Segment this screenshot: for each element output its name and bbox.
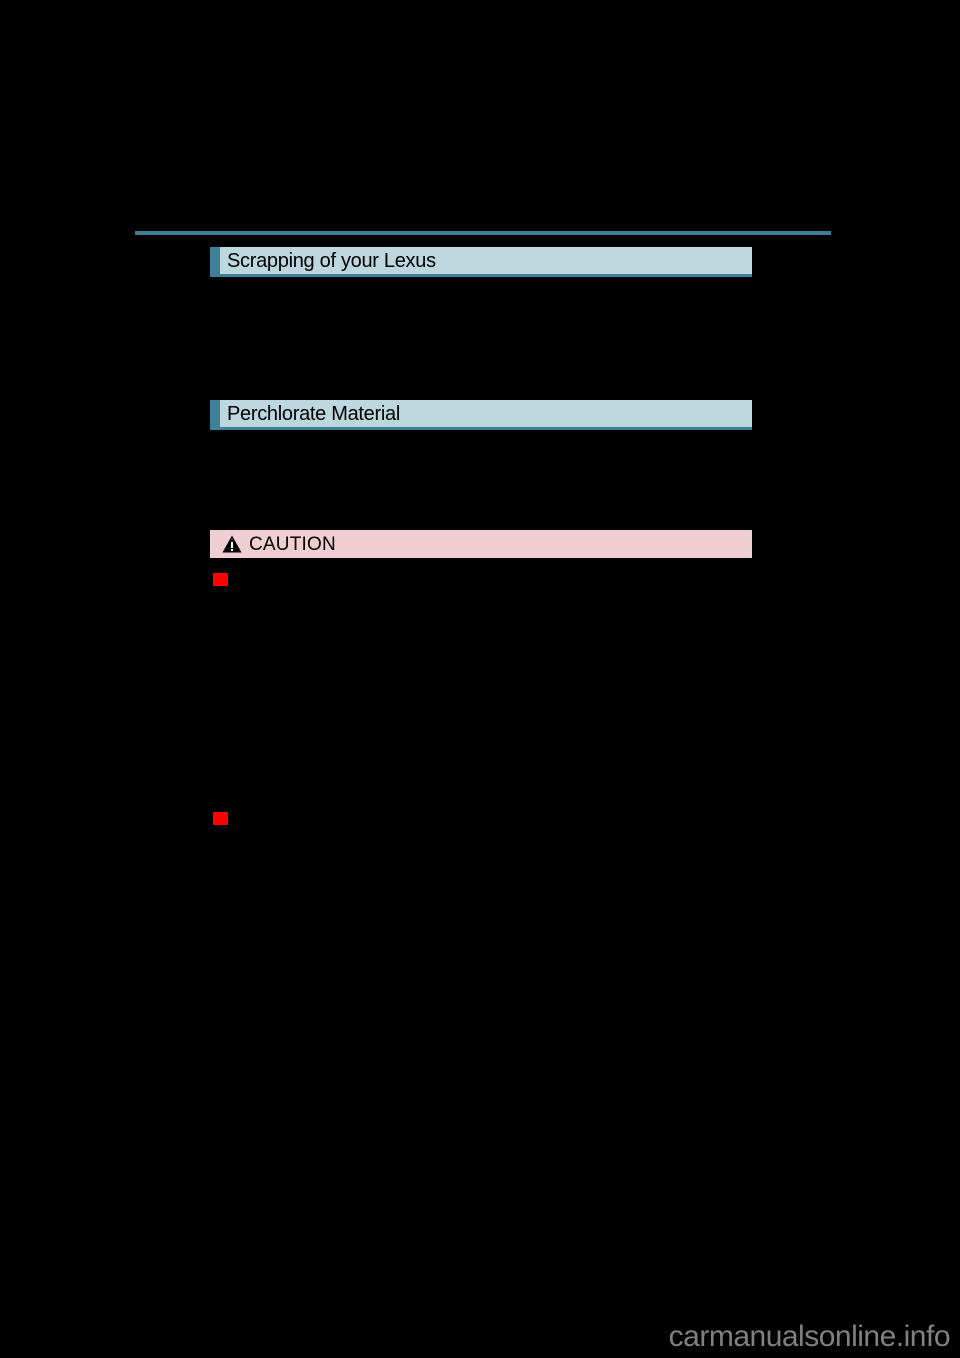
section-accent-bar [210,247,220,274]
header-rule [135,231,831,235]
section-accent-bar [210,400,220,427]
warning-triangle-icon [222,535,242,553]
section-title: Perchlorate Material [227,402,400,425]
red-square-bullet-icon [213,812,228,825]
section-header-scrapping: Scrapping of your Lexus [210,247,752,277]
caution-banner: CAUTION [210,530,752,558]
caution-label: CAUTION [249,533,336,555]
site-watermark: carmanualsonline.info [668,1320,951,1353]
section-header-perchlorate: Perchlorate Material [210,400,752,430]
red-square-bullet-icon [213,573,228,586]
section-title: Scrapping of your Lexus [227,249,436,272]
